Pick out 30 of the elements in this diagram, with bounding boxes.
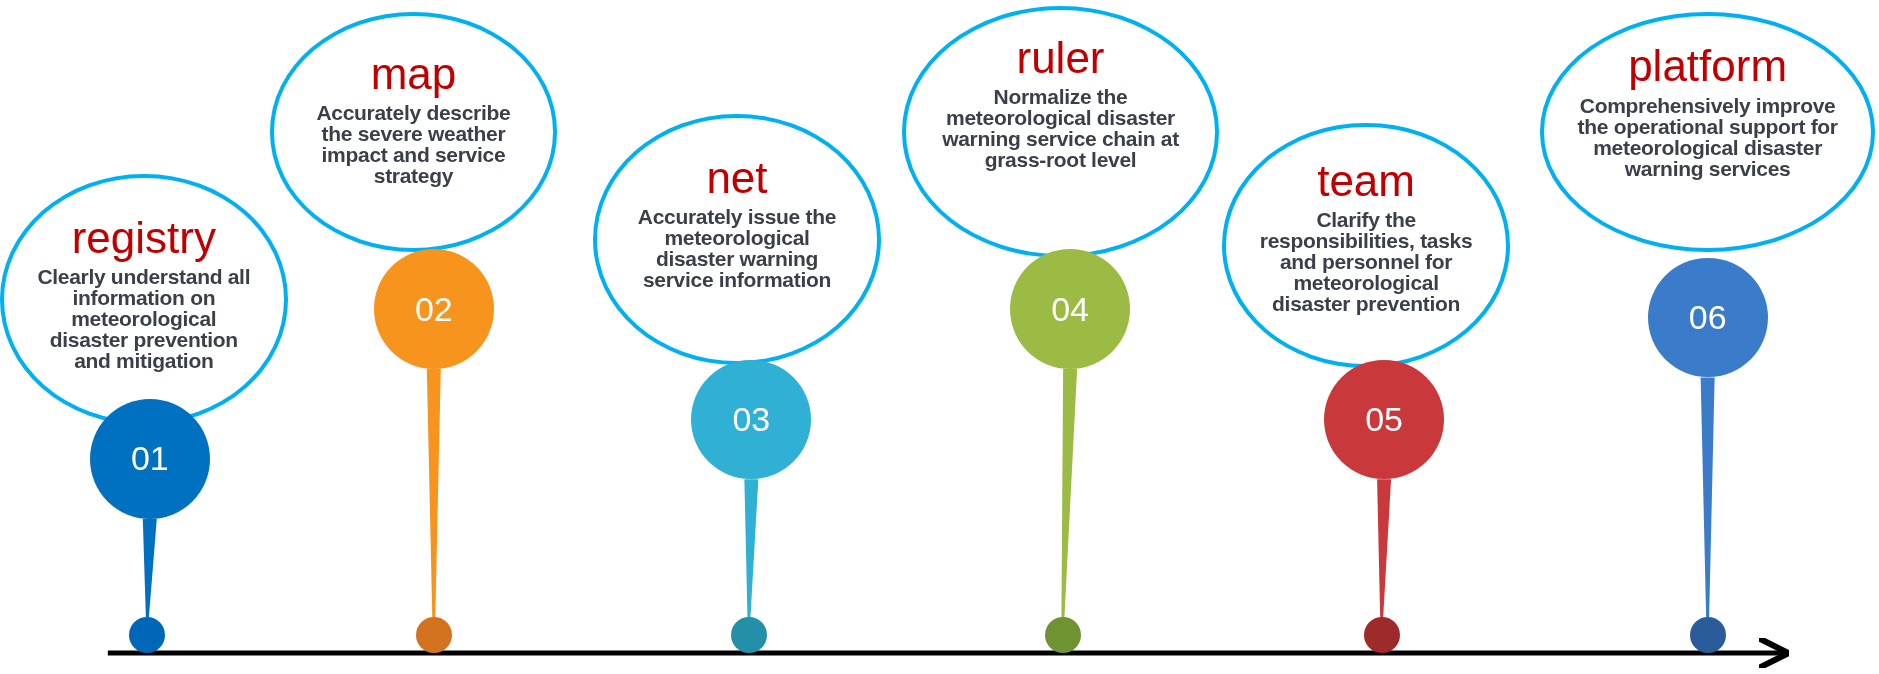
pin-connector — [1061, 369, 1078, 618]
pin-connector — [142, 518, 157, 618]
timeline-dot — [1044, 617, 1081, 654]
step-number-circle: 01 — [89, 399, 210, 519]
step-number-circle: 05 — [1324, 359, 1444, 480]
bubble-title: platform — [1628, 42, 1788, 91]
step-number-circle: 06 — [1647, 257, 1768, 378]
bubble-description: Clearly understand all information on meteorological disaster prevention and mitigation — [36, 266, 252, 372]
bubble-description: Clarify the responsibilities, tasks and personnel for meteorological disaster prevention — [1258, 209, 1474, 315]
pin-connector — [1700, 377, 1715, 618]
step-number-circle: 04 — [1010, 249, 1130, 370]
bubble-title: net — [706, 153, 768, 203]
pin-connector — [1377, 479, 1392, 618]
bubble-title: registry — [71, 213, 216, 263]
timeline-dot — [415, 617, 452, 654]
pin-connector — [744, 479, 759, 618]
step-number-circle: 02 — [373, 249, 494, 370]
timeline-dot — [731, 617, 767, 654]
bubble-title: team — [1317, 156, 1415, 206]
timeline-dot — [1689, 617, 1726, 654]
pin-connector — [426, 369, 441, 618]
bubble-description: Accurately describe the severe weather impact and service strategy — [315, 101, 512, 186]
step-number-circle: 03 — [691, 359, 812, 480]
bubble-description: Comprehensively improve the operational support for meteorological disaster warning services — [1576, 94, 1839, 179]
bubble-title: ruler — [1016, 33, 1105, 83]
timeline-dot — [129, 617, 166, 654]
bubble-description: Normalize the meteorological disaster warning service chain at grass-root level — [941, 86, 1180, 171]
timeline-dot — [1363, 617, 1400, 654]
bubble-title: map — [370, 49, 457, 98]
bubble-description: Accurately issue the meteorological disaster warning service information — [636, 206, 838, 291]
